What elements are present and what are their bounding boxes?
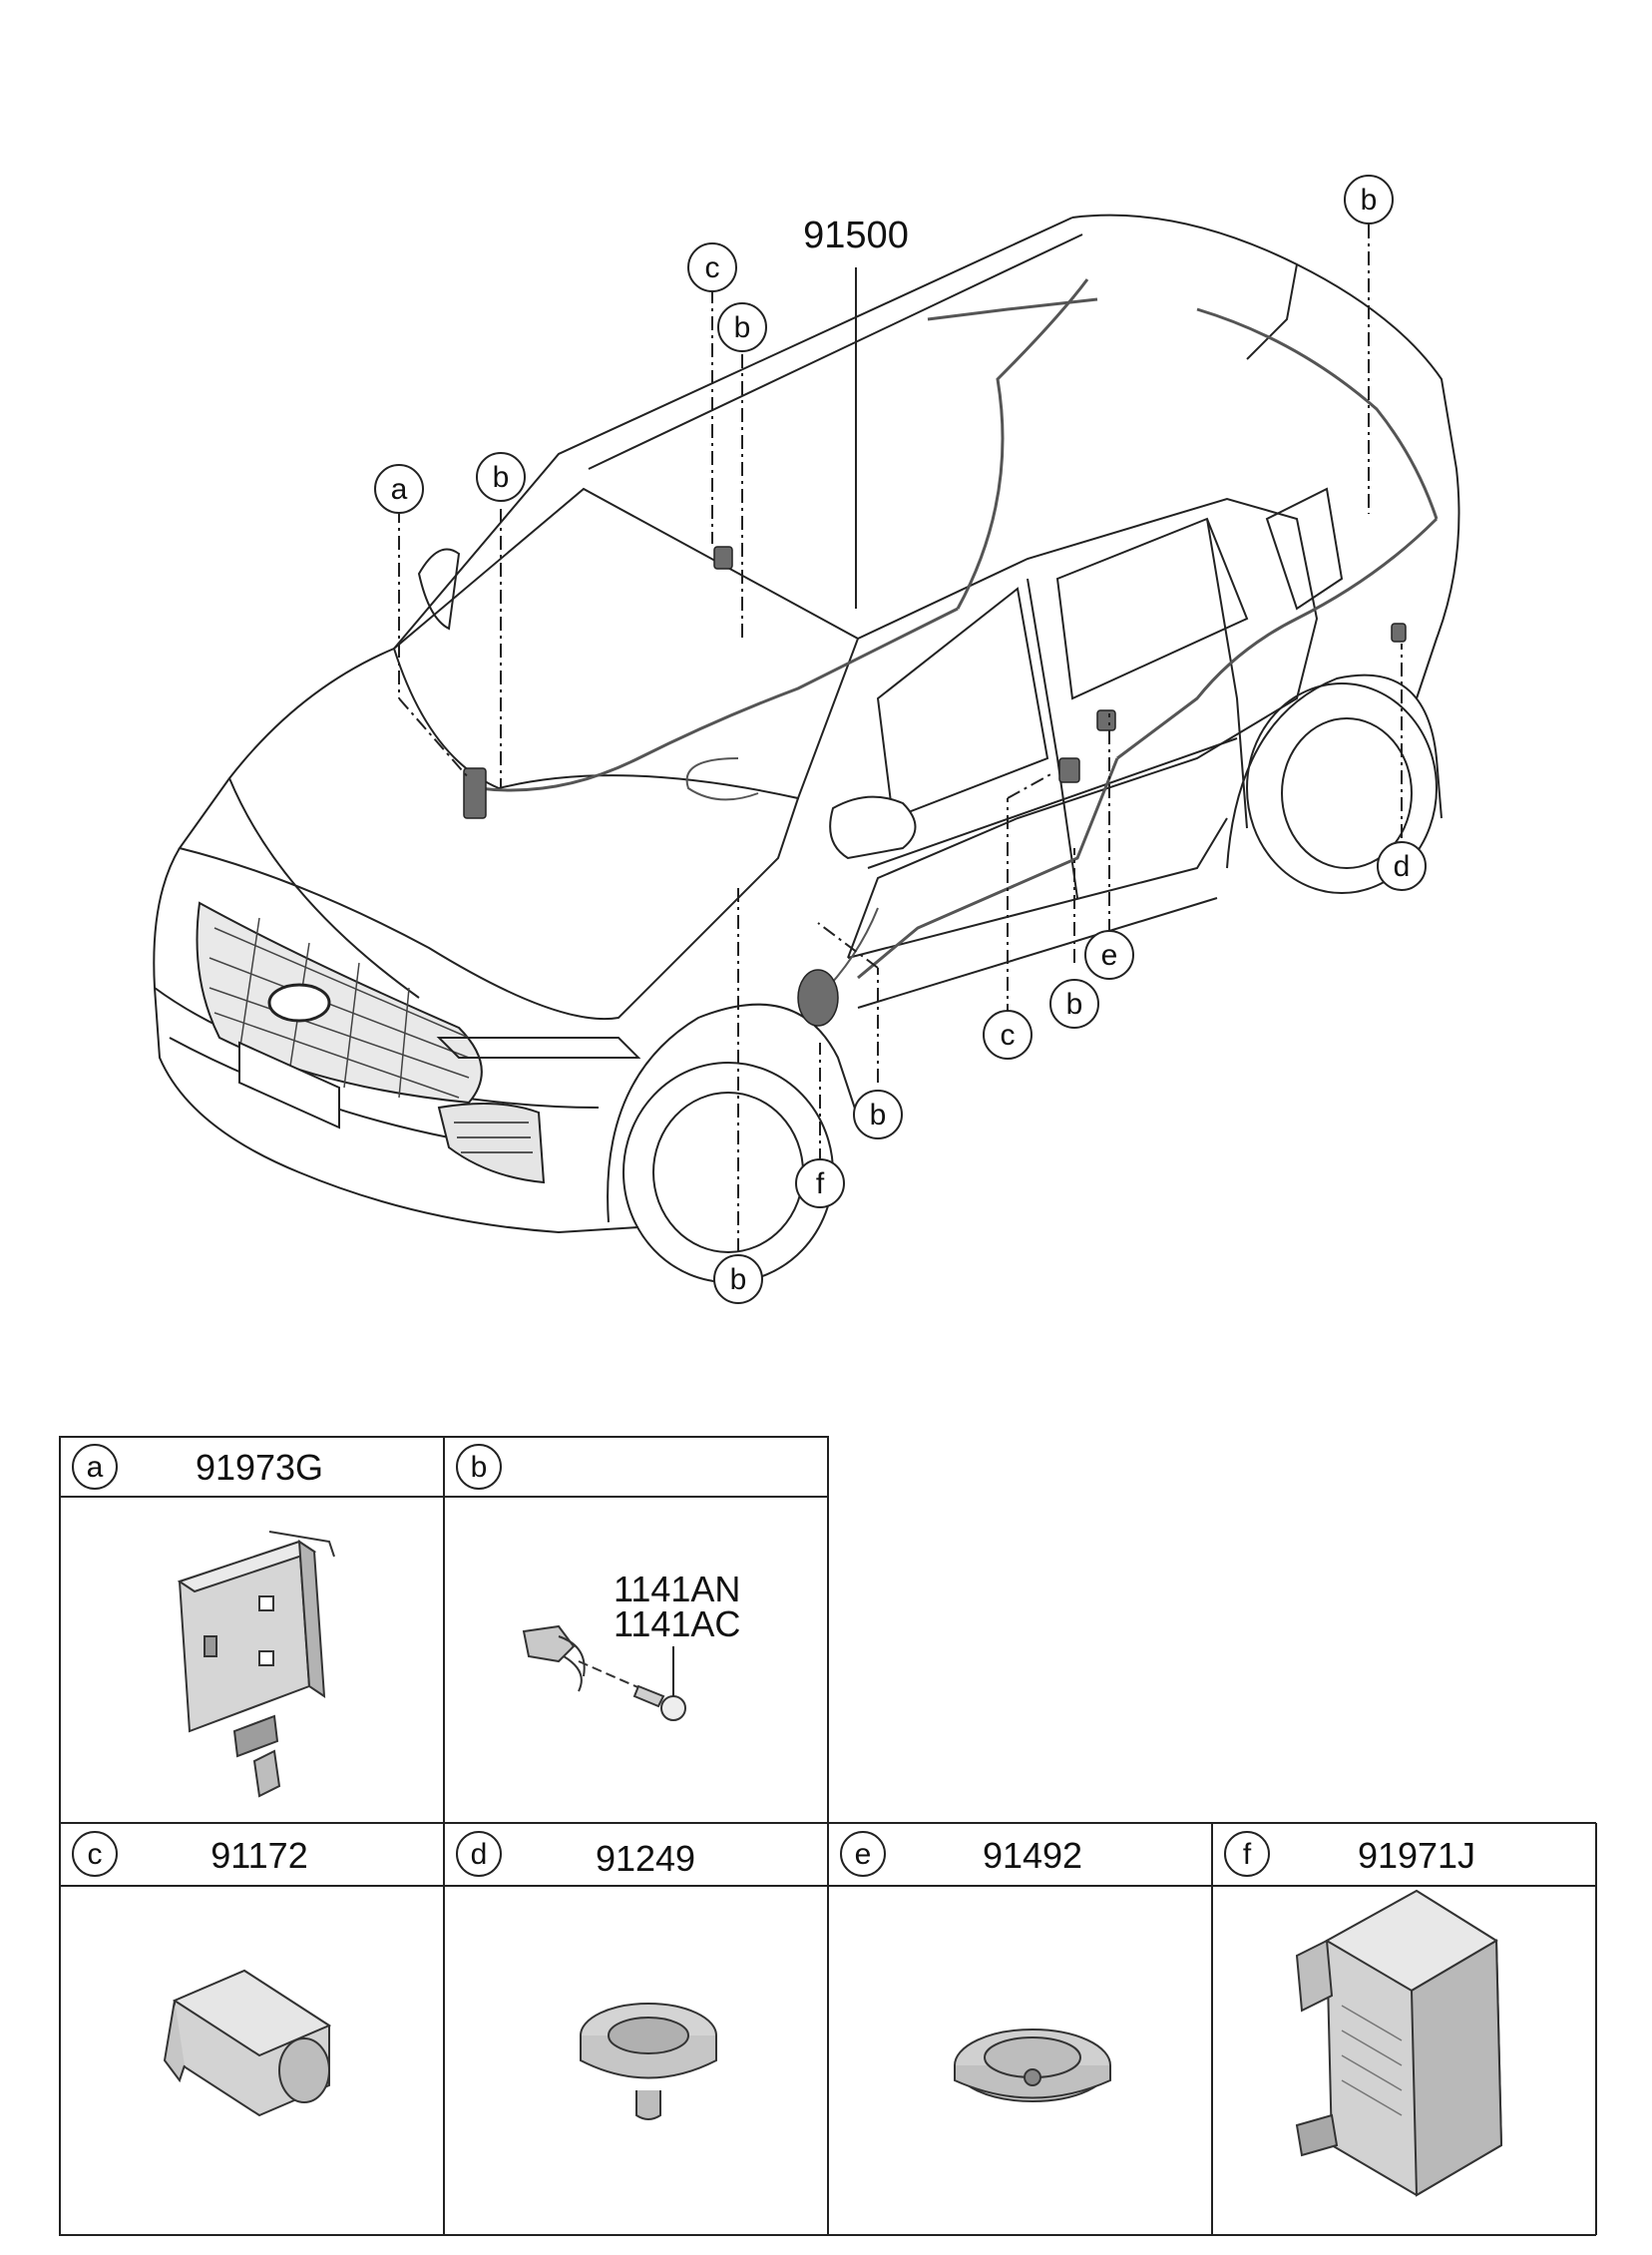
callout-b: b — [870, 1099, 887, 1131]
callout-b: b — [734, 311, 751, 344]
callout-a: a — [391, 473, 408, 506]
callout-c: c — [705, 251, 720, 284]
cell-e-part-number: 91492 — [983, 1835, 1082, 1876]
parts-table — [59, 1436, 1597, 2236]
cell-d-part-number: 91249 — [596, 1838, 695, 1879]
cell-a-letter: a — [87, 1451, 104, 1484]
callout-e: e — [1101, 939, 1118, 972]
callout-c: c — [1001, 1019, 1016, 1052]
callout-d: d — [1394, 850, 1411, 883]
callout-labels: a b c b b d e b c b f b — [391, 184, 1411, 1296]
cell-c-part-number: 91172 — [210, 1835, 307, 1876]
callout-b: b — [730, 1263, 747, 1296]
cell-e-letter: e — [855, 1838, 872, 1871]
cell-d-letter: d — [471, 1838, 488, 1871]
vehicle-illustration — [153, 214, 1460, 1283]
part-a-image — [177, 1531, 335, 1798]
cell-b-sub-number-1: 1141AN — [614, 1569, 740, 1609]
main-part-number: 91500 — [803, 215, 909, 256]
cell-f-letter: f — [1243, 1838, 1252, 1871]
callout-leaders — [398, 225, 1403, 1252]
table-letter-circles — [72, 1444, 1270, 1877]
callout-b: b — [1066, 988, 1083, 1021]
part-c-image — [163, 1969, 332, 2117]
wiring-harness — [478, 278, 1439, 999]
cell-b-letter: b — [471, 1451, 488, 1484]
callout-b: b — [1361, 184, 1378, 217]
part-e-image — [954, 2029, 1111, 2102]
callout-b: b — [493, 461, 510, 494]
callout-f: f — [816, 1167, 825, 1200]
callout-circles — [374, 175, 1427, 1304]
harness-components — [463, 546, 1407, 1027]
cell-b-sub-number-2: 1141AC — [614, 1603, 740, 1644]
cell-c-letter: c — [88, 1838, 103, 1871]
part-d-image — [580, 2003, 717, 2120]
cell-f-part-number: 91971J — [1358, 1835, 1475, 1876]
cell-a-part-number: 91973G — [196, 1447, 323, 1488]
part-f-image — [1295, 1889, 1503, 2197]
part-b-image — [522, 1624, 686, 1721]
